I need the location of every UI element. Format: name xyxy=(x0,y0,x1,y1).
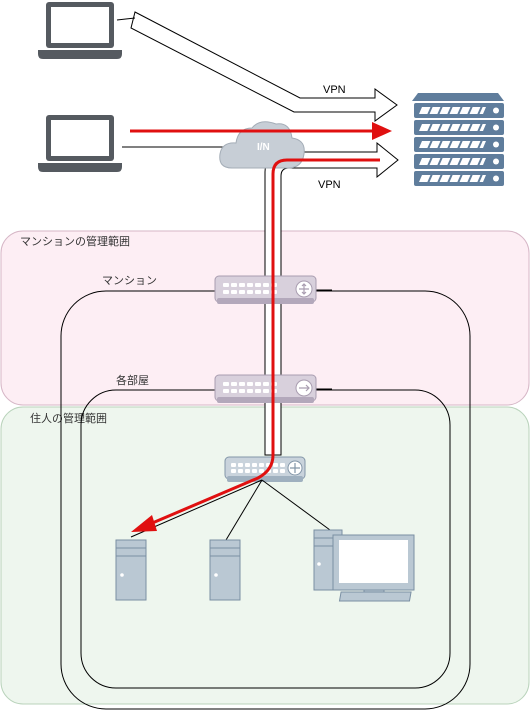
server-unit xyxy=(414,120,504,135)
internet-label: I/N xyxy=(257,142,270,153)
vpn-top-label: VPN xyxy=(323,84,346,96)
red-vpn-arrowhead xyxy=(131,515,157,532)
desktop-computer-icon xyxy=(313,529,415,602)
router-icon xyxy=(214,275,317,304)
switch-to-pc3-link xyxy=(261,479,331,531)
red-vpn-path xyxy=(149,158,380,526)
switch-icon xyxy=(224,456,306,482)
resident-zone-label: 住人の管理範囲 xyxy=(30,411,107,425)
vpn-bottom-label: VPN xyxy=(318,179,341,191)
server-unit xyxy=(414,154,504,169)
laptop-top-link xyxy=(116,17,136,21)
mansion-label: マンション xyxy=(102,274,157,287)
laptop-icon xyxy=(38,115,122,172)
red-traffic-paths xyxy=(130,122,392,532)
red-direct-arrowhead xyxy=(372,122,392,140)
server-rack-icon xyxy=(412,93,504,186)
room-label: 各部屋 xyxy=(116,373,149,387)
server-unit xyxy=(414,103,504,118)
cloud-icon: I/N xyxy=(219,121,305,169)
server-unit xyxy=(414,137,504,152)
tower-pc-icon xyxy=(209,539,241,601)
tower-pc-icon xyxy=(115,539,147,601)
mansion-zone-label: マンションの管理範囲 xyxy=(20,234,130,248)
laptop-icon xyxy=(38,2,122,59)
router-icon xyxy=(214,374,317,403)
vpn-tunnel-top-arrow xyxy=(130,11,398,122)
server-unit xyxy=(414,171,504,186)
switch-to-pc2-link xyxy=(225,479,263,541)
